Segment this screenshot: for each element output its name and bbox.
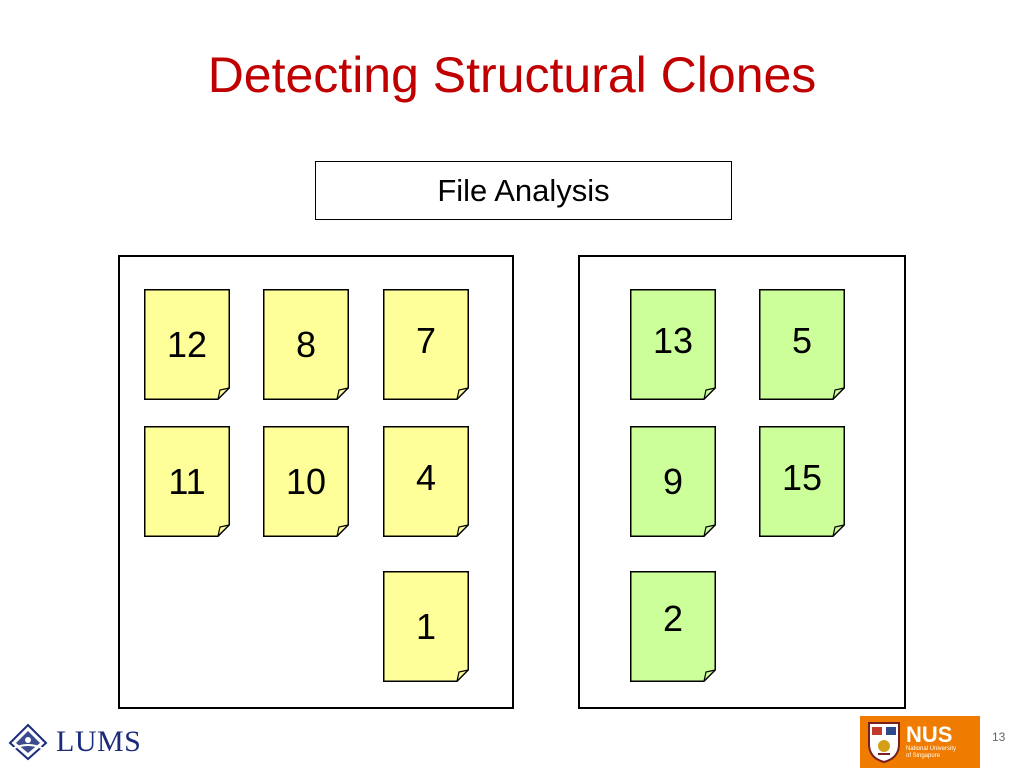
- file-number: 11: [168, 461, 206, 502]
- file-number: 7: [415, 320, 437, 361]
- nus-text: NUS: [906, 722, 953, 747]
- file-5: 5: [759, 289, 845, 400]
- lums-logo: LUMS: [6, 720, 141, 764]
- file-icon: [383, 571, 469, 682]
- file-icon: [144, 289, 230, 400]
- file-icon: [383, 289, 469, 400]
- file-number: 4: [415, 457, 437, 498]
- file-4: 4: [383, 426, 469, 537]
- file-icon: [263, 289, 349, 400]
- file-analysis-text: File Analysis: [437, 172, 610, 208]
- file-icon: [759, 289, 845, 400]
- nus-wordmark: NUS National University of Singapore: [906, 724, 956, 760]
- file-number: 10: [285, 461, 327, 502]
- nus-crest-icon: [868, 722, 900, 764]
- slide-title: Detecting Structural Clones: [207, 47, 817, 103]
- file-number: 15: [781, 457, 823, 498]
- file-number: 1: [415, 606, 437, 647]
- file-13: 13: [630, 289, 716, 400]
- file-12: 12: [144, 289, 230, 400]
- nus-subtext-1: National University: [906, 746, 957, 752]
- file-icon: [263, 426, 349, 537]
- nus-subtext-2: of Singapore: [906, 753, 941, 759]
- file-number: 9: [662, 461, 684, 502]
- file-8: 8: [263, 289, 349, 400]
- nus-logo: NUS National University of Singapore: [860, 716, 980, 768]
- file-number: 2: [662, 598, 684, 639]
- file-9: 9: [630, 426, 716, 537]
- page-number: 13: [992, 730, 1006, 744]
- file-11: 11: [144, 426, 230, 537]
- file-10: 10: [263, 426, 349, 537]
- file-icon: [383, 426, 469, 537]
- file-7: 7: [383, 289, 469, 400]
- file-icon: [630, 426, 716, 537]
- lums-crest-icon: [8, 723, 48, 761]
- file-icon: [630, 289, 716, 400]
- file-icon: [759, 426, 845, 537]
- file-1: 1: [383, 571, 469, 682]
- file-number: 8: [295, 324, 317, 365]
- file-analysis-label: File Analysis: [315, 161, 732, 220]
- lums-wordmark: LUMS: [56, 725, 142, 758]
- file-2: 2: [630, 571, 716, 682]
- file-icon: [630, 571, 716, 682]
- file-number: 5: [791, 320, 813, 361]
- file-15: 15: [759, 426, 845, 537]
- file-icon: [144, 426, 230, 537]
- file-number: 12: [166, 324, 208, 365]
- file-number: 13: [652, 320, 694, 361]
- file-group-right: [578, 255, 906, 709]
